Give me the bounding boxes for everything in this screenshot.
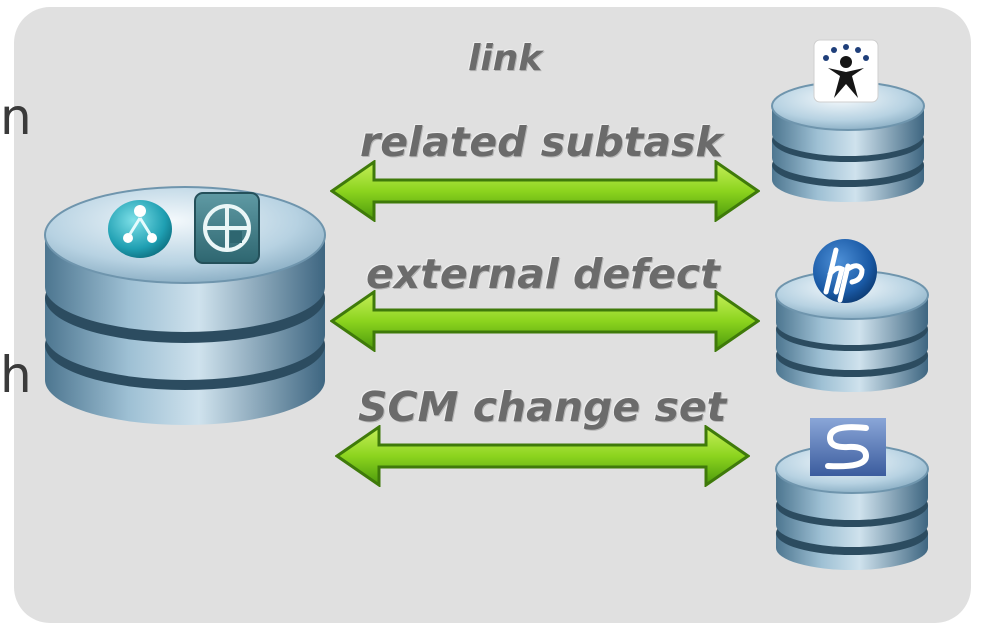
double-arrow-scm-change-set: [335, 425, 750, 487]
edge-text-top: n: [0, 88, 32, 146]
source-database-icon: [44, 186, 326, 425]
link-label-related-subtask: related subtask: [360, 118, 723, 166]
target-database-2-icon: [775, 270, 929, 392]
hp-logo: [813, 239, 877, 303]
diagram-title: link: [468, 38, 543, 79]
double-arrow-external-defect: [330, 290, 760, 352]
jazz-icon: [108, 200, 172, 258]
link-label-scm-change-set: SCM change set: [358, 383, 727, 431]
target-database-3-icon: [775, 444, 929, 570]
jira-icon: [194, 192, 260, 264]
ibm-logo: [813, 39, 879, 103]
subversion-logo: [810, 418, 886, 476]
double-arrow-related-subtask: [330, 160, 760, 222]
target-database-1-icon: [771, 81, 925, 202]
link-label-external-defect: external defect: [366, 250, 720, 298]
edge-text-bottom: h: [0, 346, 32, 404]
